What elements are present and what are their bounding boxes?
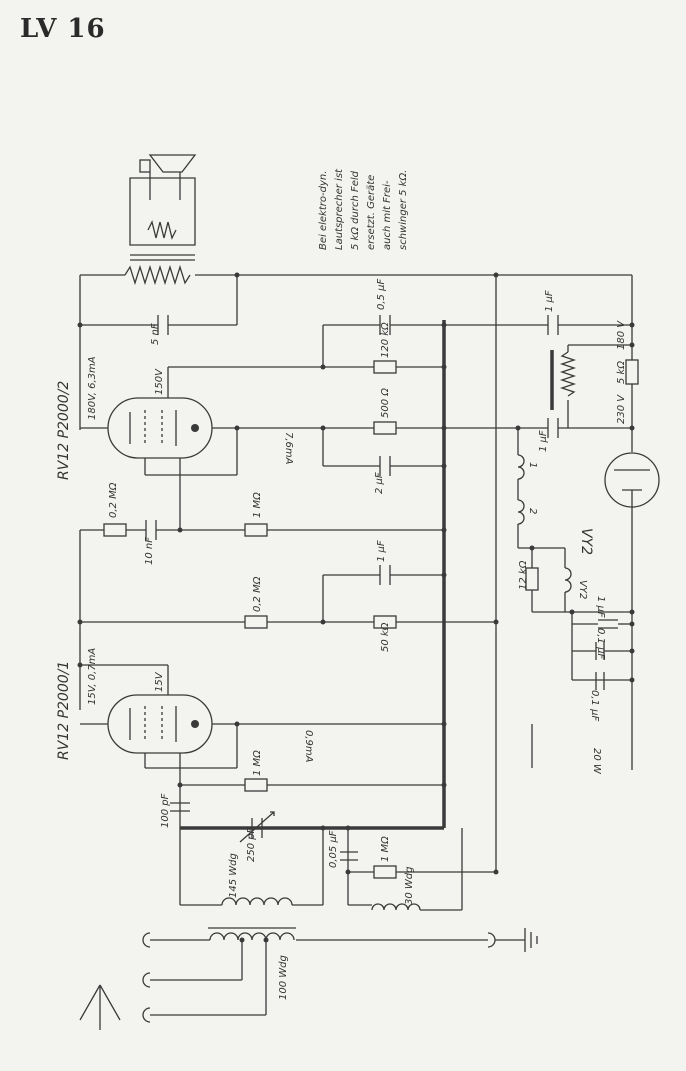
resistor-500 — [373, 421, 397, 435]
resistor-02M-top — [103, 523, 127, 537]
page-title: LV 16 — [20, 14, 106, 44]
coil-30-label: 30 Wdg — [404, 867, 415, 906]
v-180-label: 180 V — [616, 320, 627, 350]
coil-100-label: 100 Wdg — [278, 955, 289, 1000]
c-speaker-label: 5 nF — [150, 323, 161, 345]
c-100-label: 100 pF — [160, 793, 171, 828]
r-1-low-label: 1 MΩ — [380, 836, 391, 862]
note-line: auch mit Frei- — [382, 180, 393, 250]
r-02-top-label: 0,2 MΩ — [108, 482, 119, 518]
filter-choke — [550, 344, 632, 428]
rectifier-tube — [604, 452, 660, 508]
capacitor-2uF — [379, 456, 391, 476]
variable-capacitor-250pF — [239, 811, 275, 843]
c-2-label: 2 µF — [374, 472, 385, 494]
upper-tube-current-label: 7,6mA — [283, 432, 294, 465]
capacitor-05uF — [379, 315, 391, 335]
resistor-5k — [625, 359, 639, 385]
filament-2-label: 2 — [527, 508, 538, 514]
lower-tube-type-label: RV12 P2000/1 — [56, 661, 72, 760]
capacitor-10nF — [145, 520, 157, 540]
r-50-label: 50 kΩ — [380, 622, 391, 652]
antenna-icon — [79, 984, 121, 1030]
r-120-label: 120 kΩ — [380, 322, 391, 358]
power-label: 20 W — [591, 748, 602, 775]
capacitor-5nF — [157, 315, 169, 335]
output-transformer — [124, 264, 191, 286]
c-10-label: 10 nF — [144, 537, 155, 565]
lower-tube-grid-label: 15V — [154, 671, 165, 692]
v-230-label: 230 V — [616, 394, 627, 424]
r-500-label: 500 Ω — [380, 388, 391, 418]
c-01a-label: 0,1 µF — [595, 628, 606, 659]
filament-2 — [517, 499, 525, 525]
lower-tube — [107, 694, 213, 754]
lower-tube-current-label: 0,9mA — [303, 730, 314, 763]
upper-tube — [107, 397, 213, 459]
capacitor-1uF-mid — [379, 565, 391, 585]
r-12k-label: 12 kΩ — [518, 560, 529, 590]
resistor-1M-mid — [244, 523, 268, 537]
upper-tube-rating-label: 180V, 6,3mA — [87, 356, 98, 420]
rectifier-label: VY2 — [578, 528, 594, 555]
c-1-right-label: 1 µF — [538, 430, 549, 452]
filament-1-label: 1 — [527, 462, 538, 468]
capacitor-005uF — [340, 851, 358, 861]
note-line: 5 kΩ durch Feld — [350, 170, 361, 250]
capacitor-01uF-b — [595, 672, 605, 690]
r-1-grid-label: 1 MΩ — [252, 750, 263, 776]
lower-tube-rating-label: 15V, 0,7mA — [87, 648, 98, 705]
capacitor-1uF-right — [547, 418, 559, 438]
c-1-right-top-label: 1 µF — [544, 290, 555, 312]
upper-tube-type-label: RV12 P2000/2 — [56, 381, 72, 480]
vy2-filament — [564, 567, 572, 593]
note-line: Lautsprecher ist — [334, 168, 345, 250]
r-5k-label: 5 kΩ — [616, 361, 627, 384]
r-02-mid-label: 0,2 MΩ — [252, 576, 263, 612]
vy2-small-label: VY2 — [577, 580, 588, 599]
c-1-mid-label: 1 µF — [376, 540, 387, 562]
capacitor-100pF — [170, 802, 190, 812]
resistor-1M-low — [373, 865, 397, 879]
c-250-label: 250 pF — [246, 827, 257, 862]
c-01b-label: 0,1 µF — [589, 690, 600, 721]
note-line: Bei elektro-dyn. — [318, 171, 329, 250]
resistor-02M-mid — [244, 615, 268, 629]
note-line: schwinger 5 kΩ. — [398, 170, 409, 250]
ground-icon — [487, 928, 538, 952]
capacitor-1uF-small — [598, 619, 618, 629]
speaker-note: Bei elektro-dyn. Lautsprecher ist 5 kΩ d… — [318, 168, 409, 250]
note-line: ersetzt. Geräte — [366, 175, 377, 250]
resistor-120k — [373, 360, 397, 374]
c-005-label: 0,05 µF — [328, 830, 339, 868]
coil-145-label: 145 Wdg — [228, 853, 239, 898]
filament-1 — [517, 454, 525, 480]
r-1-mid-label: 1 MΩ — [252, 492, 263, 518]
c-05-label: 0,5 µF — [376, 279, 387, 310]
capacitor-1uF-right-top — [547, 315, 559, 335]
resistor-1M-grid — [244, 778, 268, 792]
upper-tube-grid-label: 150V — [154, 368, 165, 395]
loudspeaker — [129, 154, 197, 261]
c-1-small-label: 1 µF — [595, 596, 606, 618]
